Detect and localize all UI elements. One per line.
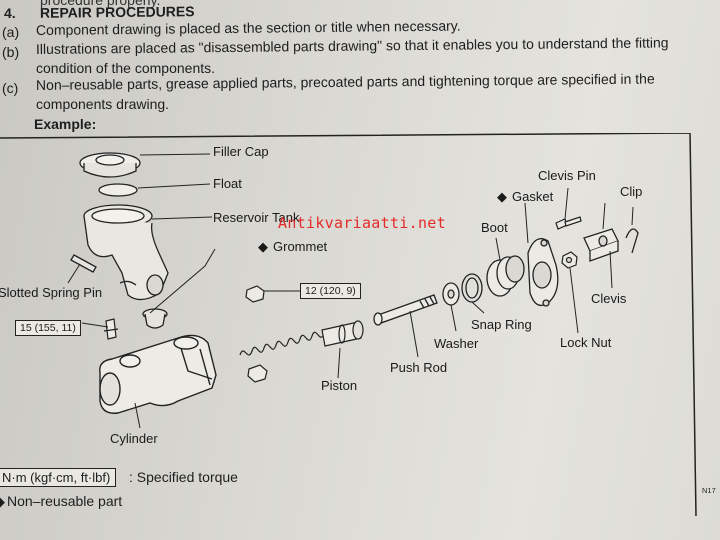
float-drawing <box>98 183 138 197</box>
clip-drawing <box>625 228 639 254</box>
push-rod-drawing <box>373 294 438 326</box>
figure-code: N17 <box>702 486 716 495</box>
clevis-pin-drawing <box>555 216 582 230</box>
item-c-continuation: components drawing. <box>36 96 170 112</box>
cylinder-drawing <box>99 334 217 414</box>
label-clip: Clip <box>620 184 643 199</box>
label-reservoir-tank: Reservoir Tank <box>213 210 300 225</box>
legend-nonreusable-symbol: ◆ <box>0 494 5 510</box>
label-washer: Washer <box>434 336 479 351</box>
item-b-continuation: condition of the components. <box>36 60 216 76</box>
label-grommet-marker: ◆ <box>258 239 268 254</box>
item-c-marker: (c) <box>2 80 19 96</box>
label-grommet: Grommet <box>273 239 328 254</box>
watermark-text: Antikvariaatti.net <box>278 214 446 232</box>
item-a-marker: (a) <box>2 24 20 40</box>
section-number: 4. <box>4 5 16 21</box>
piston-drawing <box>239 320 364 356</box>
clevis-drawing <box>583 228 619 262</box>
label-snap-ring: Snap Ring <box>471 317 532 332</box>
filler-cap-drawing <box>79 152 141 178</box>
item-a-text: Component drawing is placed as the secti… <box>35 17 461 38</box>
label-clevis: Clevis <box>591 291 627 306</box>
bolt-left-drawing <box>103 318 119 340</box>
legend-unit-box: N·m (kgf·cm, ft·lbf) <box>0 468 117 487</box>
label-slotted-spring-pin: Slotted Spring Pin <box>0 285 103 300</box>
label-gasket: Gasket <box>512 189 554 204</box>
label-gasket-marker: ◆ <box>497 189 507 204</box>
label-cylinder: Cylinder <box>110 431 158 446</box>
boot-drawing <box>486 255 525 297</box>
leader-lines <box>67 153 634 429</box>
grommet-drawing <box>142 308 168 329</box>
diagram-border <box>0 133 697 516</box>
label-piston: Piston <box>321 378 358 393</box>
item-b-marker: (b) <box>2 44 20 60</box>
label-float: Float <box>213 176 242 191</box>
label-clevis-pin: Clevis Pin <box>538 168 596 183</box>
torque-box-12: 12 (120, 9) <box>300 283 361 299</box>
washer-drawing <box>442 282 460 306</box>
label-filler-cap: Filler Cap <box>213 144 269 159</box>
slotted-spring-pin-drawing <box>70 254 97 273</box>
gasket-drawing <box>527 238 559 307</box>
label-push-rod: Push Rod <box>390 360 448 375</box>
snap-ring-drawing <box>461 273 483 303</box>
reservoir-tank-drawing <box>83 204 169 301</box>
parts-diagram: N17 <box>0 133 716 516</box>
cut-off-line: procedure properly. <box>40 0 161 8</box>
lock-nut-drawing <box>561 251 578 269</box>
example-label: Example: <box>34 116 97 132</box>
section-title: REPAIR PROCEDURES <box>39 3 195 21</box>
nut-lower-drawing <box>247 364 268 383</box>
bolt-top-drawing <box>245 285 265 303</box>
label-boot: Boot <box>481 220 508 235</box>
torque-box-15: 15 (155, 11) <box>15 320 81 336</box>
legend-unit-text: : Specified torque <box>129 469 238 485</box>
label-lock-nut: Lock Nut <box>560 335 612 350</box>
legend-nonreusable-text: Non–reusable part <box>7 493 123 509</box>
